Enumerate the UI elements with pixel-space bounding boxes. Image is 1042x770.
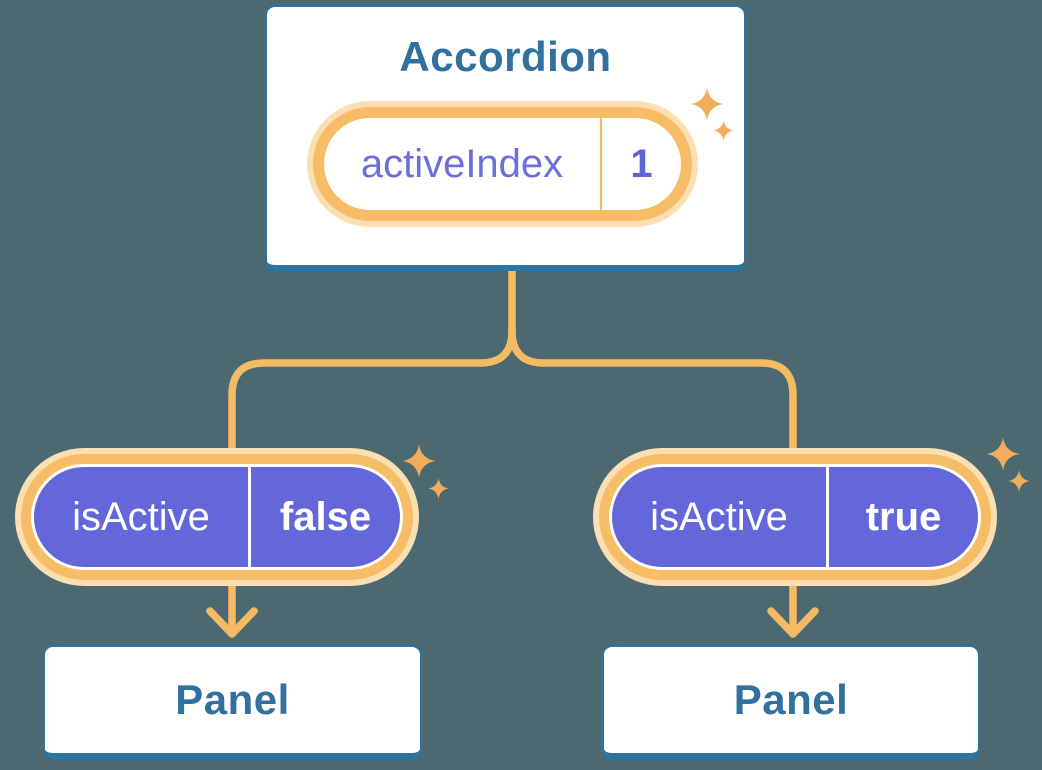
panel-component-card: Panel — [602, 645, 980, 759]
state-pill-value: 1 — [630, 141, 653, 186]
prop-pill-isactive-false: isActive false — [31, 464, 403, 570]
sparkle-icon — [713, 120, 734, 141]
sparkle-icon — [1008, 470, 1030, 492]
prop-pill-label: isActive — [650, 494, 788, 539]
accordion-title: Accordion — [399, 33, 612, 80]
left-branch-line — [228, 327, 516, 462]
sparkle-icon — [986, 437, 1020, 471]
sparkle-icon — [402, 444, 436, 478]
left-arrow-head — [206, 607, 258, 638]
prop-pill-label: isActive — [72, 494, 210, 539]
right-branch-line — [508, 327, 797, 462]
sparkle-icon — [428, 478, 449, 499]
state-pill-label: activeIndex — [360, 141, 564, 186]
right-arrow-head — [767, 607, 819, 638]
prop-pill-value: false — [279, 494, 372, 539]
prop-pill-divider — [248, 467, 251, 567]
sparkle-icon — [690, 87, 724, 121]
state-pill: activeIndex 1 — [313, 107, 692, 221]
prop-pill-isactive-true: isActive true — [609, 464, 981, 570]
prop-pill-divider — [826, 467, 829, 567]
panel-component-card: Panel — [43, 645, 422, 759]
state-pill-divider — [600, 118, 602, 210]
prop-pill-value: true — [865, 494, 942, 539]
